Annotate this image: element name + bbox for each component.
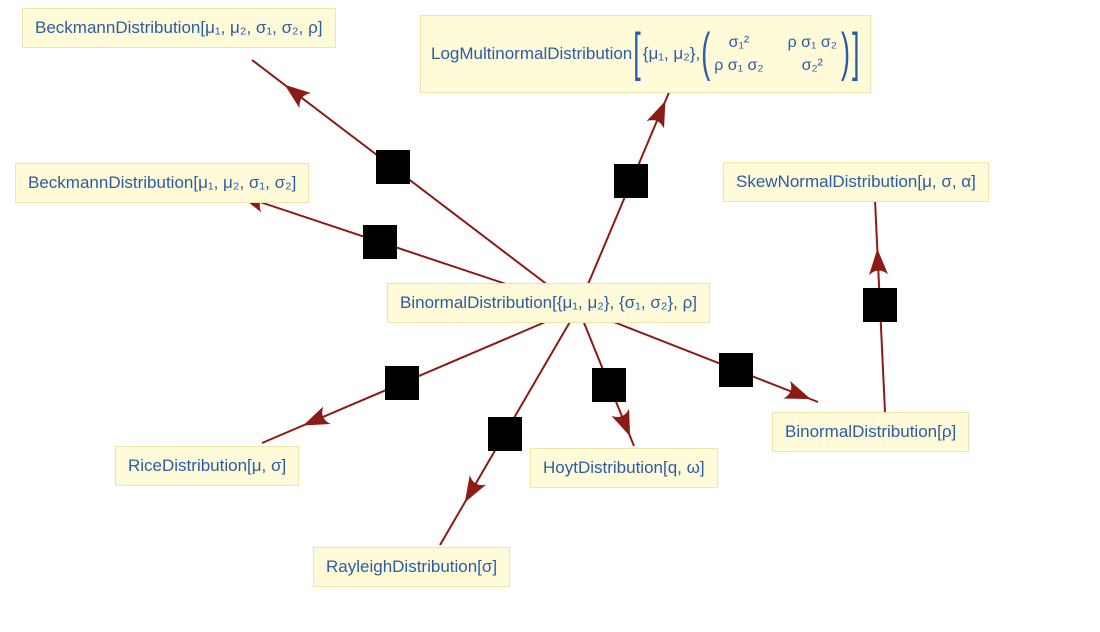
arrowhead-icon bbox=[783, 380, 811, 400]
covariance-matrix: σ₁² ρ σ₁ σ₂ ρ σ₁ σ₂ σ₂² bbox=[714, 32, 837, 76]
arrowhead-icon bbox=[646, 100, 666, 129]
node-hoyt-distribution[interactable]: HoytDistribution[q, ω] bbox=[530, 448, 718, 488]
node-rice-distribution[interactable]: RiceDistribution[μ, σ] bbox=[115, 446, 300, 486]
edge-marker-square bbox=[376, 150, 410, 184]
node-log-multinormal-distribution[interactable]: LogMultinormalDistribution [ {μ₁, μ₂}, (… bbox=[420, 15, 872, 93]
edge-marker-square bbox=[719, 353, 753, 387]
edge-marker-square bbox=[863, 288, 897, 322]
arrowhead-icon bbox=[303, 406, 331, 426]
arrowhead-icon bbox=[869, 248, 889, 276]
edge-line-binormal-to-log_multinormal bbox=[577, 89, 671, 309]
close-bracket: ] bbox=[851, 23, 860, 83]
node-rayleigh-distribution[interactable]: RayleighDistribution[σ] bbox=[313, 547, 511, 587]
edge-line-binormal-to-beckmann5 bbox=[251, 59, 579, 309]
node-beckmann-distribution-5arg[interactable]: BeckmannDistribution[μ₁, μ₂, σ₁, σ₂, ρ] bbox=[22, 8, 336, 48]
edge-marker-square bbox=[488, 417, 522, 451]
node-skew-normal-distribution[interactable]: SkewNormalDistribution[μ, σ, α] bbox=[723, 162, 989, 202]
edge-line-binormal-to-binormal_rho bbox=[577, 307, 819, 403]
matrix-cell: ρ σ₁ σ₂ bbox=[714, 56, 764, 74]
close-paren: ) bbox=[840, 23, 850, 83]
mean-arguments: {μ₁, μ₂}, bbox=[642, 44, 701, 64]
edge-marker-square bbox=[592, 368, 626, 402]
node-beckmann-distribution-4arg[interactable]: BeckmannDistribution[μ₁, μ₂, σ₁, σ₂] bbox=[15, 163, 310, 203]
arrowhead-icon bbox=[284, 84, 312, 109]
function-name: LogMultinormalDistribution bbox=[431, 44, 633, 64]
open-bracket: [ bbox=[633, 23, 641, 83]
node-binormal-distribution[interactable]: BinormalDistribution[{μ₁, μ₂}, {σ₁, σ₂},… bbox=[387, 283, 710, 323]
matrix-cell: σ₂² bbox=[801, 56, 823, 74]
edge-marker-square bbox=[363, 225, 397, 259]
matrix-cell: σ₁² bbox=[728, 33, 750, 51]
node-binormal-distribution-rho[interactable]: BinormalDistribution[ρ] bbox=[772, 412, 970, 452]
edge-marker-square bbox=[614, 164, 648, 198]
arrowhead-icon bbox=[611, 408, 631, 437]
arrowhead-icon bbox=[464, 475, 487, 503]
matrix-cell: ρ σ₁ σ₂ bbox=[787, 33, 837, 51]
edge-marker-square bbox=[385, 366, 419, 400]
open-paren: ( bbox=[701, 23, 711, 83]
